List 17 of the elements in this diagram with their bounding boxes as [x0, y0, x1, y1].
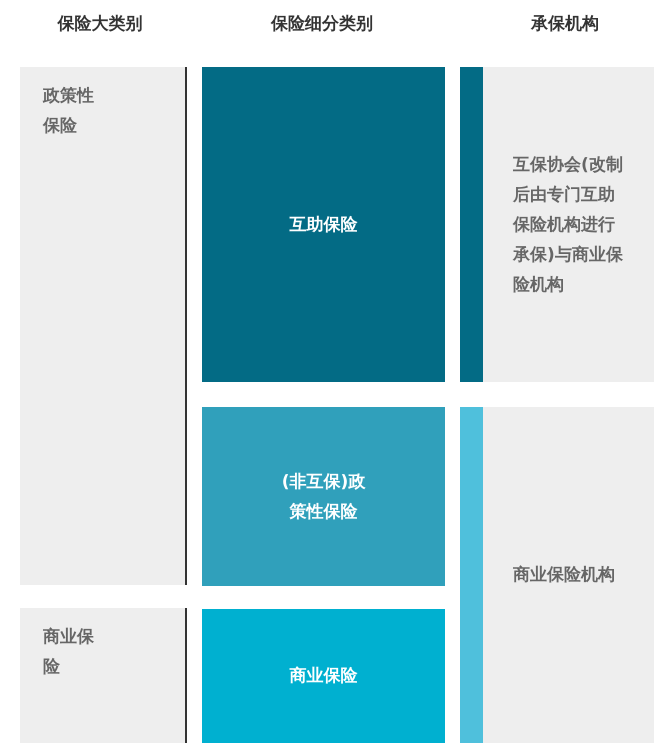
node-text: 互保协会(改制后由专门互助保险机构进行承保)与商业保险机构	[513, 154, 623, 296]
insurer-panel	[460, 407, 654, 743]
node-text: 互助保险	[290, 214, 358, 236]
column-header: 承保机构	[530, 13, 600, 35]
subcategory-box	[202, 67, 445, 382]
category-band	[20, 67, 185, 585]
subcategory-box	[202, 407, 445, 586]
node-text: (非互保)政策性保险	[280, 470, 366, 524]
category-band	[20, 608, 185, 743]
node-text: 政策性保险	[43, 85, 95, 138]
column-header: 保险细分类别	[270, 13, 374, 35]
column-header: 保险大类别	[56, 13, 144, 35]
node-text: 商业保险	[290, 665, 358, 688]
node-text: 商业保险机构	[513, 564, 616, 587]
subcategory-box	[202, 609, 445, 743]
node-text: 商业保险	[43, 626, 95, 679]
insurer-panel	[460, 67, 654, 382]
